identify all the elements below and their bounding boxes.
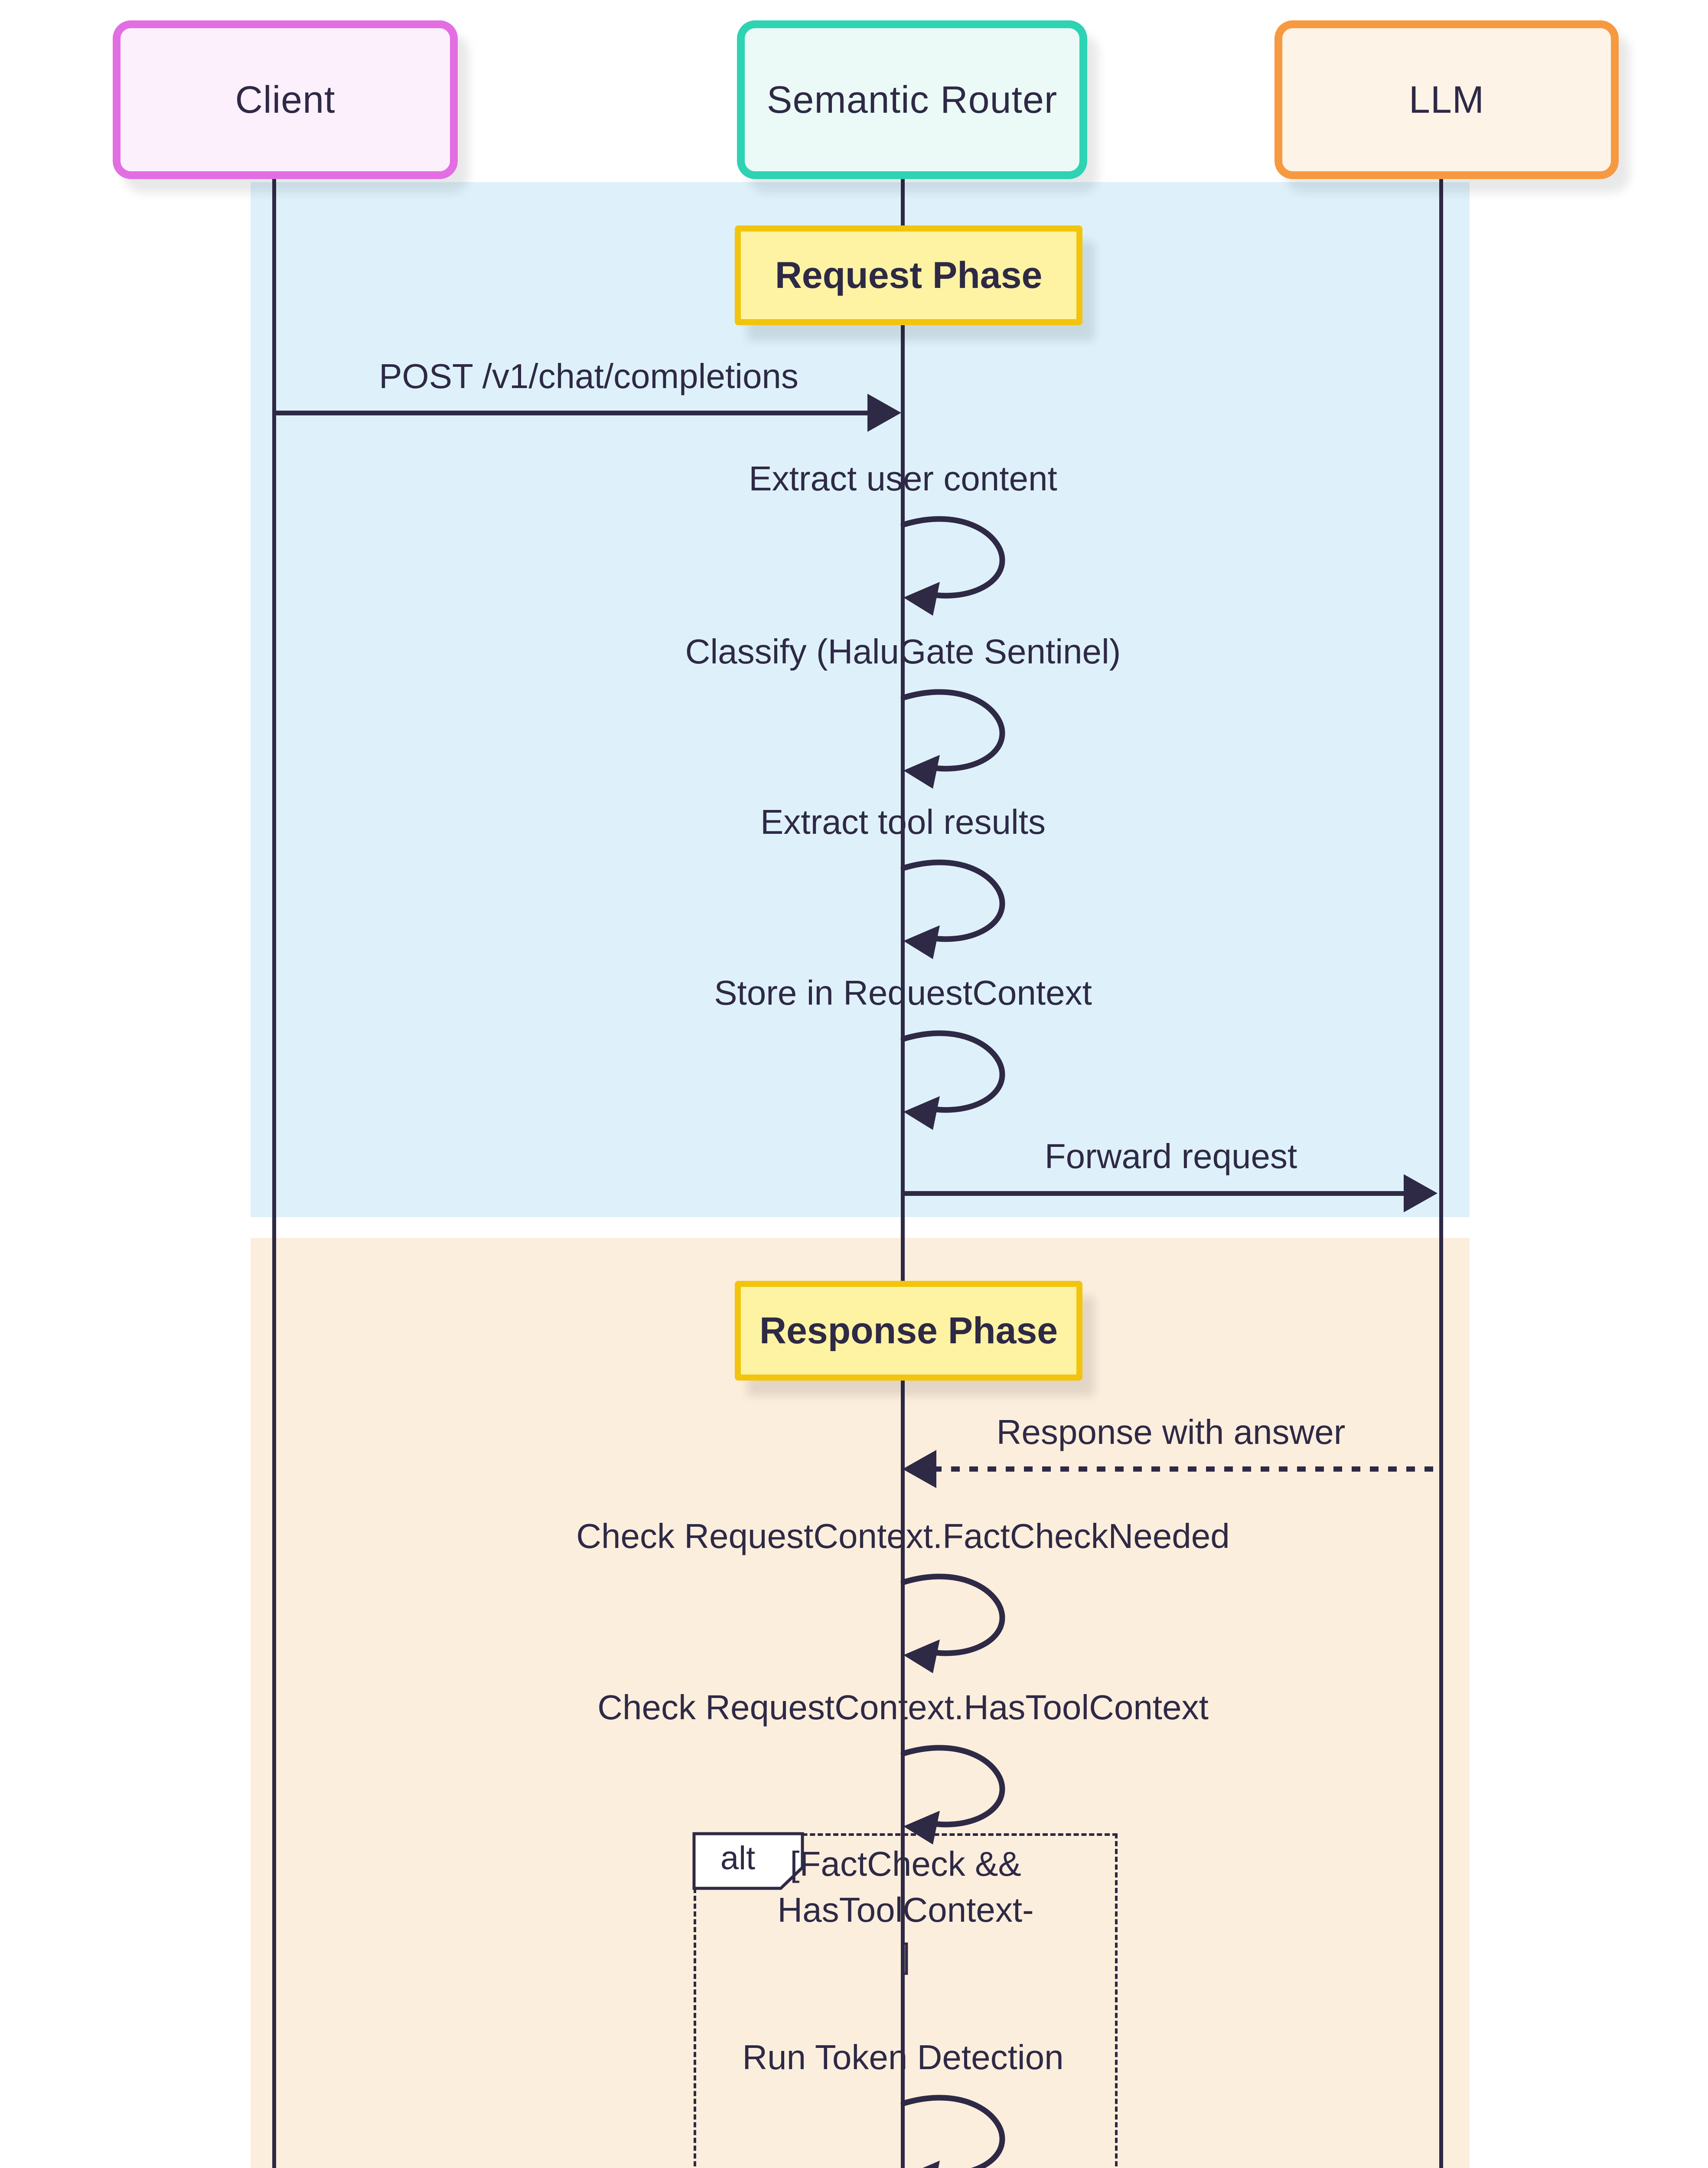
- self-loop-run-token: [900, 2095, 1005, 2168]
- lifeline-semantic-router: [901, 163, 905, 2168]
- message-check-factcheck: Check RequestContext.FactCheckNeeded: [576, 1517, 1230, 1555]
- actor-llm-top: LLM: [1274, 20, 1619, 179]
- alt-frame: [694, 1833, 1118, 2168]
- arrowhead: [903, 582, 940, 616]
- arrow-line: [903, 1191, 1407, 1196]
- condition-line: ]: [900, 1936, 911, 1975]
- actor-label: Client: [235, 78, 336, 121]
- self-loop-extract-tool: [900, 859, 1005, 959]
- message-post: POST /v1/chat/completions: [379, 357, 799, 395]
- self-loop-check-hastool: [900, 1745, 1005, 1845]
- message-classify: Classify (HaluGate Sentinel): [685, 632, 1121, 671]
- lifeline-client: [272, 163, 276, 2168]
- arrowhead: [867, 394, 901, 432]
- note-response-phase: Response Phase: [735, 1281, 1082, 1381]
- self-loop-extract-user: [900, 516, 1005, 616]
- lifeline-llm: [1439, 163, 1443, 2168]
- actor-client-top: Client: [113, 20, 458, 179]
- message-extract-user: Extract user content: [749, 459, 1057, 498]
- arrow-line: [933, 1466, 1441, 1472]
- arrowhead: [903, 1639, 940, 1673]
- note-request-phase: Request Phase: [735, 225, 1082, 325]
- message-run-token: Run Token Detection: [742, 2038, 1064, 2077]
- arrow-line: [274, 411, 871, 415]
- arrowhead: [903, 1811, 940, 1845]
- arrowhead: [922, 2161, 940, 2168]
- condition-line: HasToolContext-: [777, 1890, 1034, 1929]
- alt-condition-1: [FactCheck && HasToolContext- ]: [777, 1841, 1033, 1979]
- alt-label-shape: [692, 1832, 804, 1890]
- arrowhead: [903, 755, 940, 789]
- alt-label: alt: [692, 1832, 804, 1890]
- request-phase-band: [251, 182, 1470, 1217]
- message-response-answer: Response with answer: [996, 1413, 1346, 1451]
- arrowhead: [903, 1450, 936, 1488]
- message-extract-tool: Extract tool results: [760, 803, 1046, 841]
- response-phase-band: [251, 1238, 1470, 2168]
- self-loop-classify: [900, 689, 1005, 789]
- message-forward: Forward request: [1044, 1137, 1297, 1175]
- arrowhead: [903, 925, 940, 959]
- actor-label: LLM: [1408, 78, 1485, 121]
- condition-line: [FactCheck &&: [790, 1845, 1021, 1883]
- actor-label: Semantic Router: [766, 78, 1058, 121]
- message-check-hastool: Check RequestContext.HasToolContext: [597, 1688, 1209, 1727]
- alt-label-text: alt: [720, 1839, 756, 1877]
- arrowhead: [903, 1096, 940, 1130]
- actor-semantic-router-top: Semantic Router: [737, 20, 1087, 179]
- message-store-ctx: Store in RequestContext: [714, 973, 1092, 1012]
- self-loop-store-ctx: [900, 1030, 1005, 1130]
- self-loop-check-factcheck: [900, 1574, 1005, 1673]
- arrowhead: [1404, 1174, 1437, 1212]
